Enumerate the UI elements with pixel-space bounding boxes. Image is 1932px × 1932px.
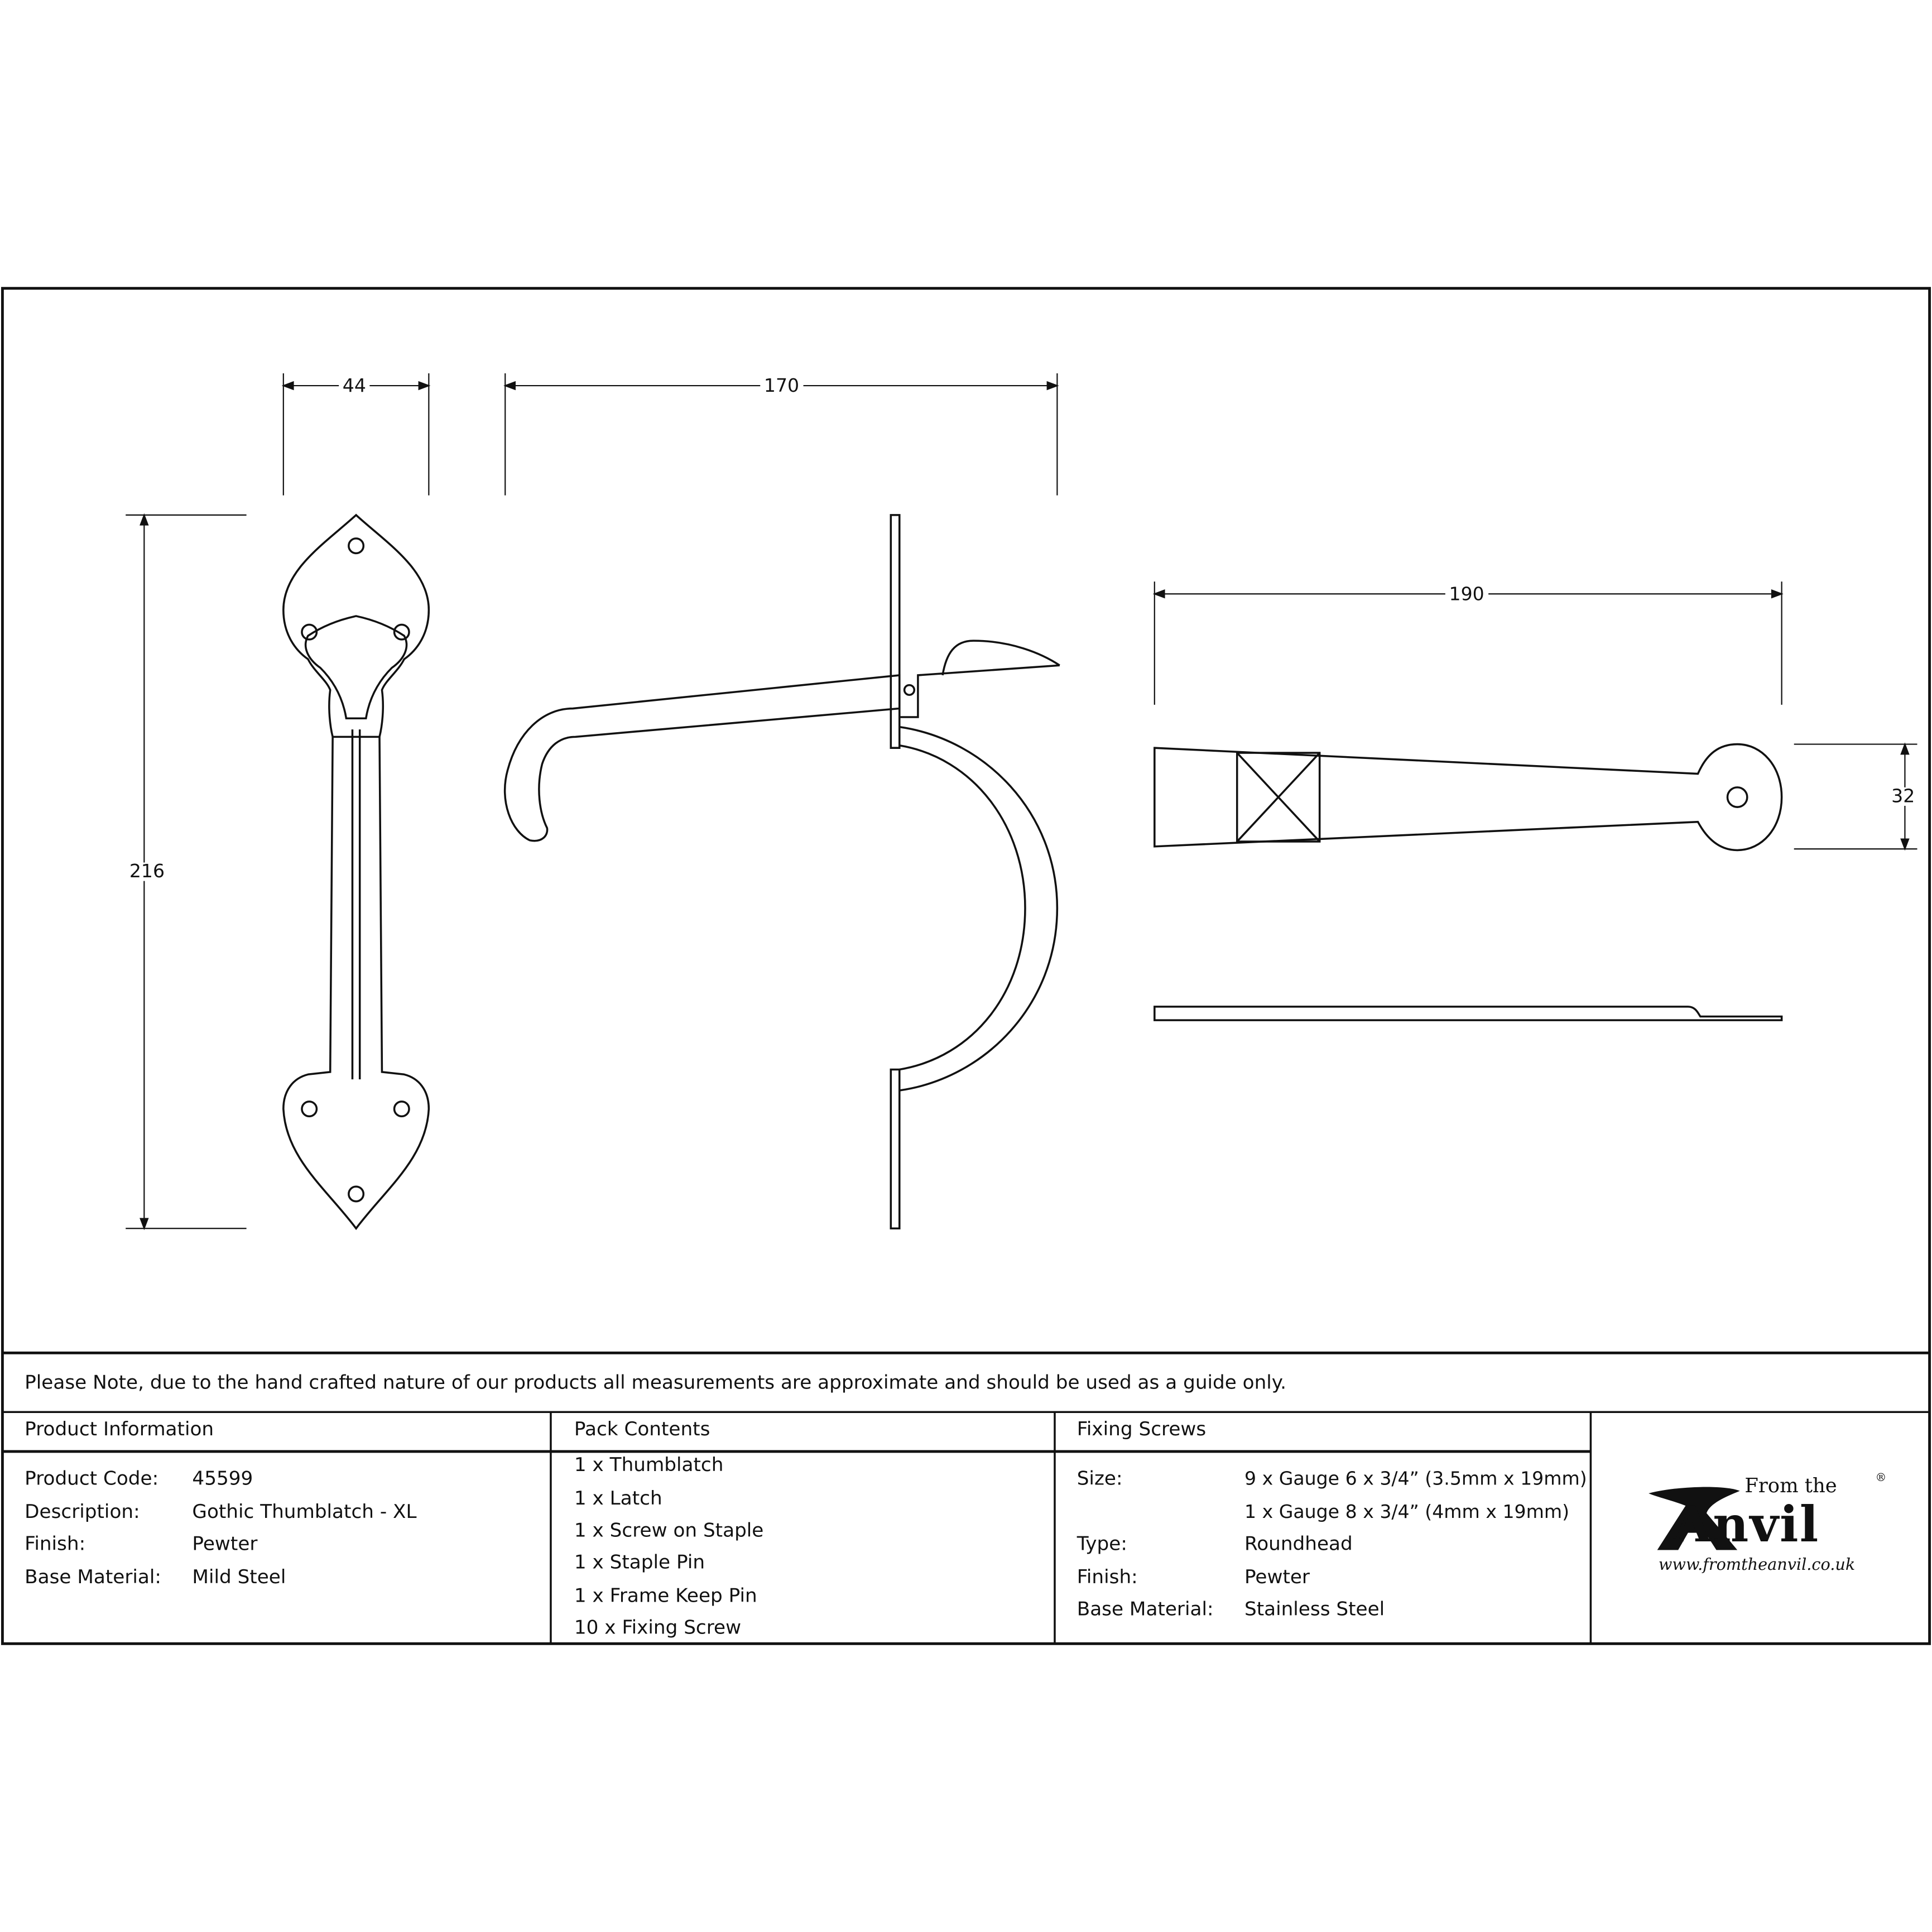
product-info-header: Product Information [25,1418,214,1441]
pack-item: 1 x Staple Pin [574,1551,705,1574]
finish-value: Pewter [192,1532,258,1555]
pack-item: 1 x Frame Keep Pin [574,1584,757,1607]
screw-finish-value: Pewter [1244,1566,1310,1588]
type-value: Roundhead [1244,1532,1353,1555]
size-label: Size: [1076,1467,1123,1490]
pack-item: 1 x Thumblatch [574,1454,724,1477]
dimension-label-216: 216 [126,862,169,881]
screw-base-material-label: Base Material: [1076,1598,1214,1621]
dimension-label-32: 32 [1887,787,1919,806]
description-label: Description: [25,1501,140,1523]
dimension-label-170: 170 [760,377,803,396]
logo-anvil: Anvil [1673,1496,1820,1554]
pack-contents-header: Pack Contents [574,1418,710,1441]
latch-bar-side-view [1154,1006,1783,1021]
finish-label: Finish: [25,1532,86,1555]
dimension-32 [1794,742,1917,851]
handle-side-view [503,514,1060,1230]
dimension-label-44: 44 [339,377,370,396]
latch-bar-top-view [1154,743,1783,852]
pack-item: 1 x Screw on Staple [574,1519,764,1542]
anvil-logo-icon [1649,1487,1740,1550]
fixing-screws-header: Fixing Screws [1076,1418,1207,1441]
base-material-value: Mild Steel [192,1566,286,1588]
description-value: Gothic Thumblatch - XL [192,1501,417,1523]
screw-finish-label: Finish: [1076,1566,1138,1588]
pack-item: 10 x Fixing Screw [574,1616,742,1639]
outer-frame [1,287,1931,1645]
size-value: 1 x Gauge 8 x 3/4” (4mm x 19mm) [1244,1501,1570,1523]
screw-base-material-value: Stainless Steel [1244,1598,1385,1621]
type-label: Type: [1076,1532,1127,1555]
base-material-label: Base Material: [25,1566,161,1588]
pack-item: 1 x Latch [574,1487,662,1510]
logo-from-the: From the [1744,1473,1837,1497]
handle-front-view [282,513,430,1231]
dimension-label-190: 190 [1445,585,1488,604]
product-code-label: Product Code: [25,1467,159,1490]
size-value: 9 x Gauge 6 x 3/4” (3.5mm x 19mm) [1244,1467,1587,1490]
measurement-note: Please Note, due to the hand crafted nat… [25,1371,1287,1394]
product-code-value: 45599 [192,1467,253,1490]
logo-url: www.fromtheanvil.co.uk [1658,1556,1856,1575]
logo-registered: ® [1875,1472,1887,1485]
